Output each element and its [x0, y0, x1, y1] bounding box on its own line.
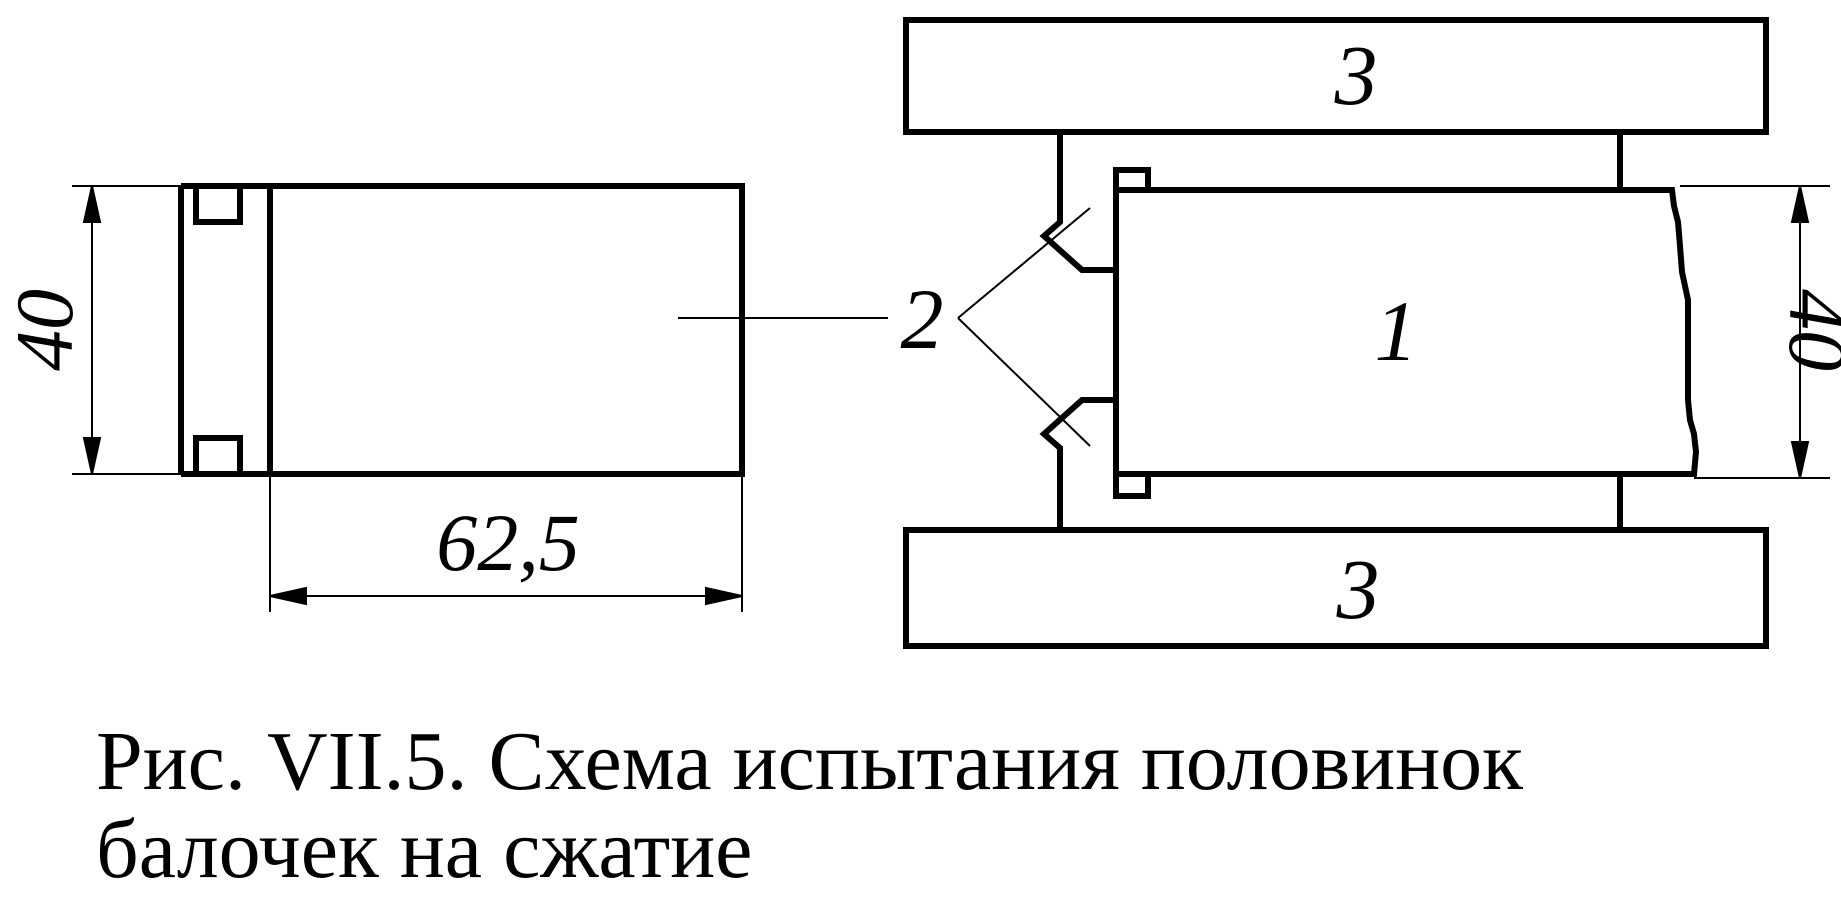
caption-line-1: Рис. VII.5. Схема испытания половинок [96, 715, 1523, 808]
left-height-dimension [72, 185, 181, 475]
right-height-dimension [1680, 185, 1830, 479]
lower-plate-lip [1113, 474, 1151, 499]
left-specimen [267, 183, 745, 477]
caption-line-2: балочек на сжатие [96, 803, 753, 896]
label-platen-bottom: 3 [1336, 541, 1380, 637]
left-length-value: 62,5 [436, 497, 580, 588]
right-view [903, 17, 1830, 649]
right-specimen [1113, 187, 1700, 477]
top-platen [903, 17, 1769, 135]
figure-caption: Рис. VII.5. Схема испытания половинок ба… [96, 718, 1796, 894]
upper-plate-lip [1113, 167, 1151, 190]
label-plates: 2 [901, 271, 944, 367]
lower-plate [1039, 397, 1116, 530]
label-specimen: 1 [1375, 283, 1418, 379]
left-height-value: 40 [0, 289, 90, 371]
left-view [72, 183, 888, 612]
plate-leaders [957, 207, 1091, 447]
label-platen-top: 3 [1334, 27, 1378, 123]
left-length-dimension [269, 474, 743, 612]
left-plate [178, 183, 270, 477]
right-height-value: 40 [1772, 289, 1841, 371]
bottom-platen [903, 527, 1769, 649]
upper-plate [1039, 132, 1116, 273]
